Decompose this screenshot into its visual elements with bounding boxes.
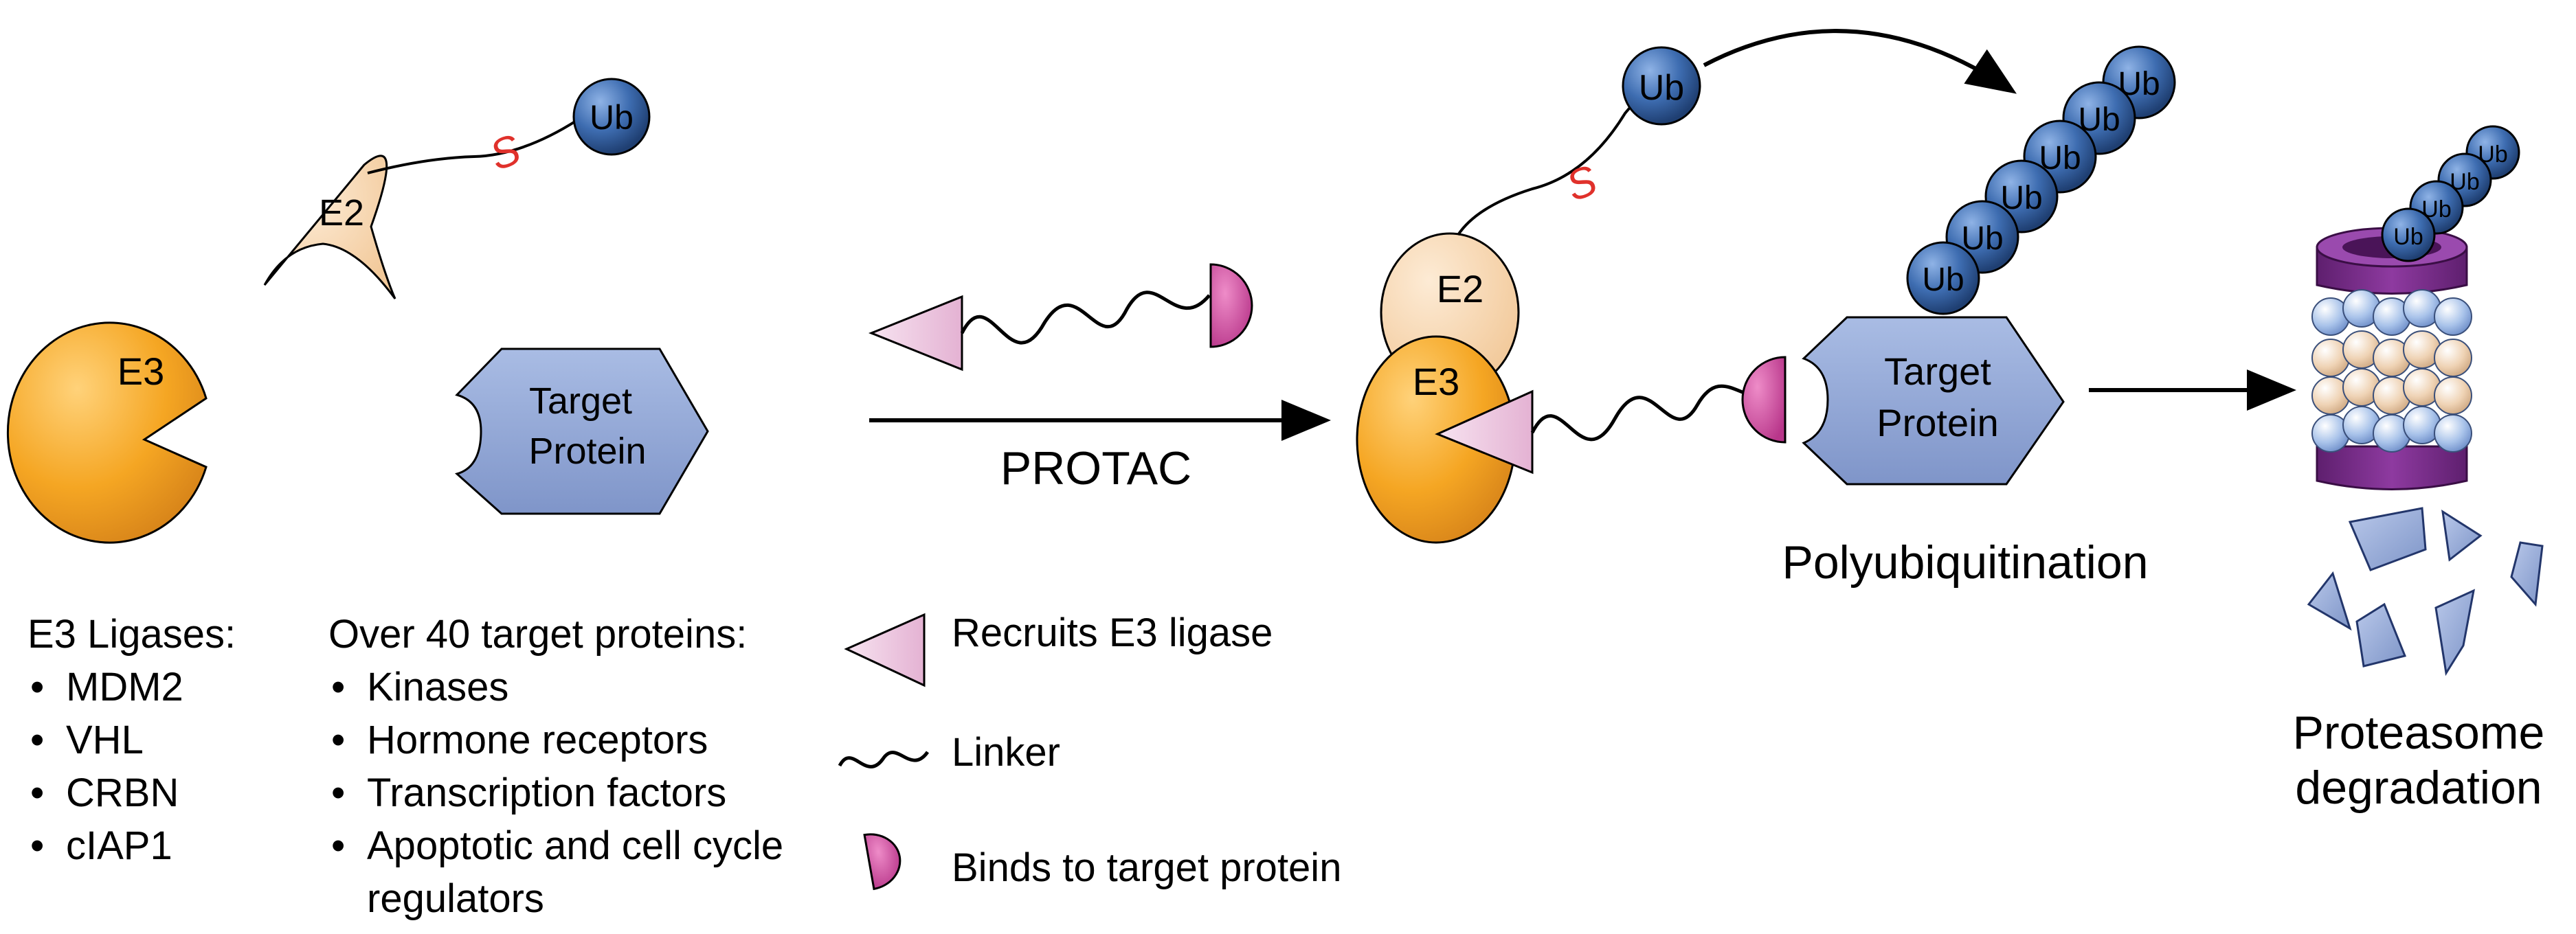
svg-text:Ub: Ub <box>2393 224 2423 250</box>
svg-text:Ub: Ub <box>590 98 634 137</box>
proteasome-label-line1: Proteasome <box>2293 707 2545 759</box>
target-protein-item: Transcription factors <box>328 766 783 819</box>
svg-text:Ub: Ub <box>2000 180 2042 216</box>
e3-ligases-heading: E3 Ligases: <box>27 612 236 657</box>
e3-ligase-item: cIAP1 <box>27 819 236 872</box>
svg-text:Ub: Ub <box>2039 140 2081 176</box>
proteasome-label-line2: degradation <box>2295 762 2542 814</box>
ub-transfer-arrow <box>1703 29 2017 94</box>
target-protein-complex: Target Protein <box>1802 316 2065 486</box>
svg-text:Target: Target <box>1884 350 1991 393</box>
legend-warhead-icon <box>863 833 901 891</box>
e2-label-left: E2 <box>319 192 364 234</box>
protac-linker <box>960 291 1211 345</box>
legend-linker-icon <box>838 751 930 768</box>
target-protein-item: Hormone receptors <box>328 714 783 766</box>
svg-text:Ub: Ub <box>1922 262 1964 298</box>
protein-fragments <box>2307 507 2544 676</box>
target-protein-item-continuation: regulators <box>367 876 544 921</box>
e2-enzyme-left: E2 <box>263 155 396 299</box>
e2-ub-tether-left <box>367 119 579 174</box>
e3-ligase-left: E3 <box>6 321 208 544</box>
proteasome-subunit <box>2434 339 2472 377</box>
e2-ub-tether-complex <box>1457 88 1650 236</box>
ubiquitin-left: Ub <box>572 78 651 156</box>
target-protein-left: Target Protein <box>454 348 709 515</box>
e3-ligase-item: MDM2 <box>27 661 236 714</box>
svg-text:Ub: Ub <box>2078 102 2120 138</box>
thioester-symbol-complex: S <box>1560 157 1603 211</box>
legend-linker-label: Linker <box>952 730 1060 775</box>
svg-text:Target: Target <box>529 380 632 422</box>
svg-text:Ub: Ub <box>1639 68 1684 108</box>
svg-text:Ub: Ub <box>2478 141 2507 168</box>
svg-text:Ub: Ub <box>2450 169 2479 195</box>
polyubiquitination-label: Polyubiquitination <box>1782 536 2148 589</box>
legend-triangle-icon <box>844 613 926 687</box>
thioester-symbol-left: S <box>484 126 526 180</box>
proteasome-subunit <box>2434 376 2472 415</box>
legend-recruits-label: Recruits E3 ligase <box>952 611 1273 655</box>
e3-ligases-list: E3 Ligases: MDM2 VHL CRBN cIAP1 <box>27 608 236 872</box>
e3-ligase-item: VHL <box>27 714 236 766</box>
ubiquitin-on-proteasome: Ub Ub Ub Ub <box>2381 125 2520 262</box>
svg-text:Protein: Protein <box>528 431 646 472</box>
ubiquitin-transfer: Ub <box>1622 46 1701 126</box>
protac-label: PROTAC <box>1000 442 1191 494</box>
e3-ligand-triangle <box>868 295 963 372</box>
svg-text:E3: E3 <box>1413 360 1460 403</box>
e3-ligase-complex: E3 <box>1356 335 1516 544</box>
target-protein-item: Kinases <box>328 661 783 714</box>
legend-binds-label: Binds to target protein <box>952 845 1342 890</box>
e3-ligase-item: CRBN <box>27 766 236 819</box>
svg-text:Ub: Ub <box>2118 66 2160 102</box>
protac-bound <box>1435 356 1787 475</box>
svg-text:Ub: Ub <box>2421 196 2451 223</box>
protac-molecule <box>868 263 1253 372</box>
svg-text:E3: E3 <box>117 350 165 393</box>
target-proteins-list: Over 40 target proteins: Kinases Hormone… <box>328 608 783 925</box>
proteasome-subunit <box>2434 414 2472 453</box>
proteasome-subunit <box>2434 297 2472 336</box>
target-protein-item: Apoptotic and cell cycle <box>328 819 783 872</box>
polyubiquitin-chain: Ub Ub Ub Ub Ub Ub <box>1906 45 2176 315</box>
svg-text:Protein: Protein <box>1877 401 1998 444</box>
target-warhead <box>1209 263 1253 348</box>
target-proteins-heading: Over 40 target proteins: <box>328 612 748 657</box>
svg-text:Ub: Ub <box>1961 220 2003 257</box>
proteasome <box>2311 227 2472 490</box>
svg-text:E2: E2 <box>1437 267 1484 310</box>
